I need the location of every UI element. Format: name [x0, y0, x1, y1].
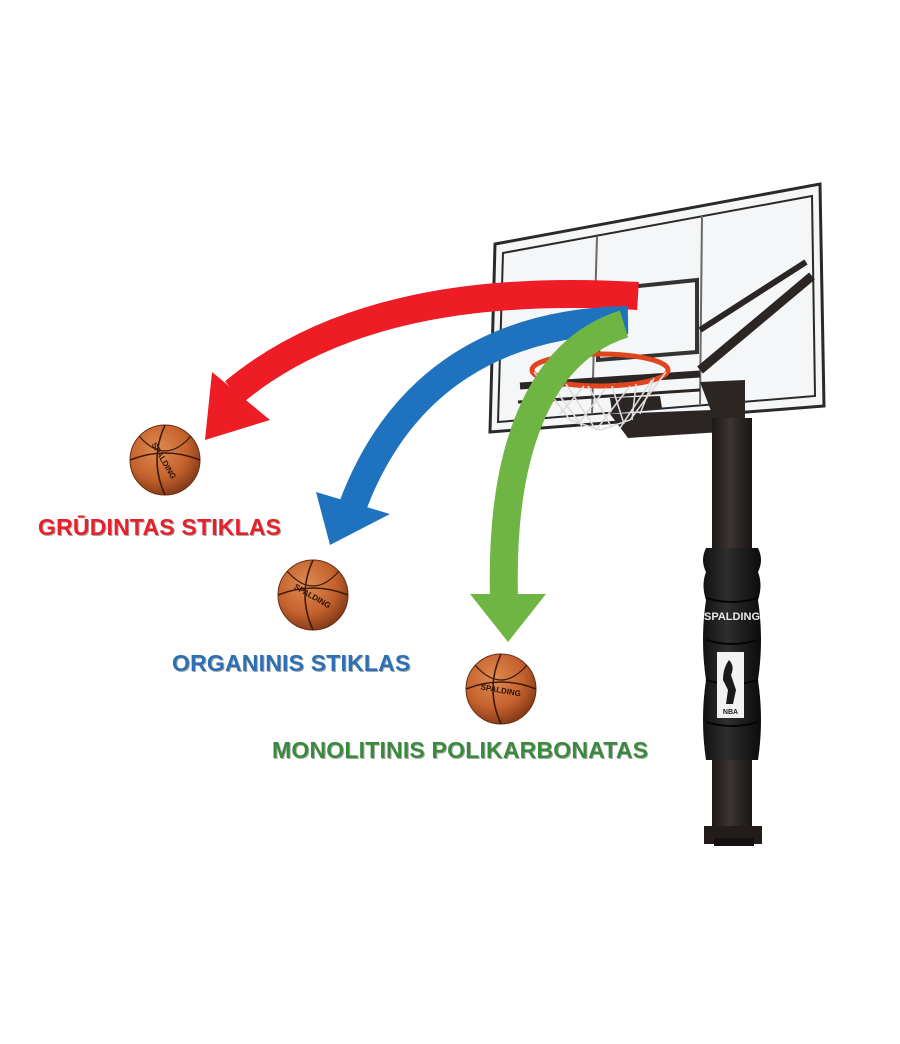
- pole-pad: SPALDING NBA: [703, 548, 761, 760]
- basketball-icon: SPALDING: [465, 653, 537, 725]
- nba-logo-text: NBA: [723, 709, 738, 716]
- basketball-icon: SPALDING: [129, 424, 201, 496]
- arrow-blue: [316, 306, 629, 545]
- label-polycarbonate: MONOLITINIS POLIKARBONATAS: [272, 737, 649, 763]
- pole-pad-brand: SPALDING: [704, 611, 760, 623]
- arrow-green: [470, 310, 629, 642]
- basketball-icon: SPALDING: [277, 559, 349, 631]
- arrow-red: [205, 279, 639, 440]
- label-tempered-glass: GRŪDINTAS STIKLAS: [38, 514, 282, 540]
- label-acrylic: ORGANINIS STIKLAS: [172, 650, 411, 676]
